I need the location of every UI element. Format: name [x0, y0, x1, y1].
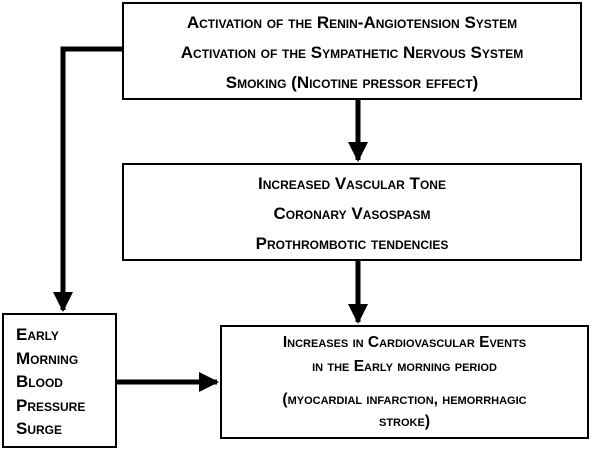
box-cardiovascular-events: Increases in Cardiovascular Events in th… — [220, 325, 589, 439]
box-bottom-right-line-4: stroke) — [379, 413, 430, 430]
box-top-line-2: Activation of the Sympathetic Nervous Sy… — [180, 43, 524, 62]
box-bottom-left-line-2: Morning — [16, 348, 79, 368]
box-vascular-effects: Increased Vascular Tone Coronary Vasospa… — [122, 163, 582, 261]
box-top-line-3: Smoking (Nicotine pressor effect) — [225, 73, 479, 92]
box-bottom-right-line-3: (myocardial infarction, hemorrhagic — [282, 391, 527, 408]
box-top-line-1: Activation of the Renin-Angiotension Sys… — [186, 13, 518, 32]
box-bottom-left-line-4: Pressure — [16, 395, 86, 415]
box-risk-activators: Activation of the Renin-Angiotension Sys… — [122, 2, 582, 100]
box-morning-bp-surge: Early Morning Blood Pressure Surge — [2, 313, 117, 448]
box-bottom-right-line-2: in the Early morning period — [312, 358, 497, 375]
box-middle-line-1: Increased Vascular Tone — [258, 174, 446, 193]
box-bottom-right-line-1: Increases in Cardiovascular Events — [282, 334, 527, 351]
box-bottom-left-line-1: Early — [16, 325, 59, 344]
box-bottom-left-line-3: Blood — [16, 372, 63, 391]
box-bottom-left-line-5: Surge — [16, 419, 63, 438]
box-middle-line-3: Prothrombotic tendencies — [255, 234, 449, 253]
box-middle-line-2: Coronary Vasospasm — [273, 204, 431, 223]
arrow-top-to-bottom-left — [53, 46, 122, 312]
